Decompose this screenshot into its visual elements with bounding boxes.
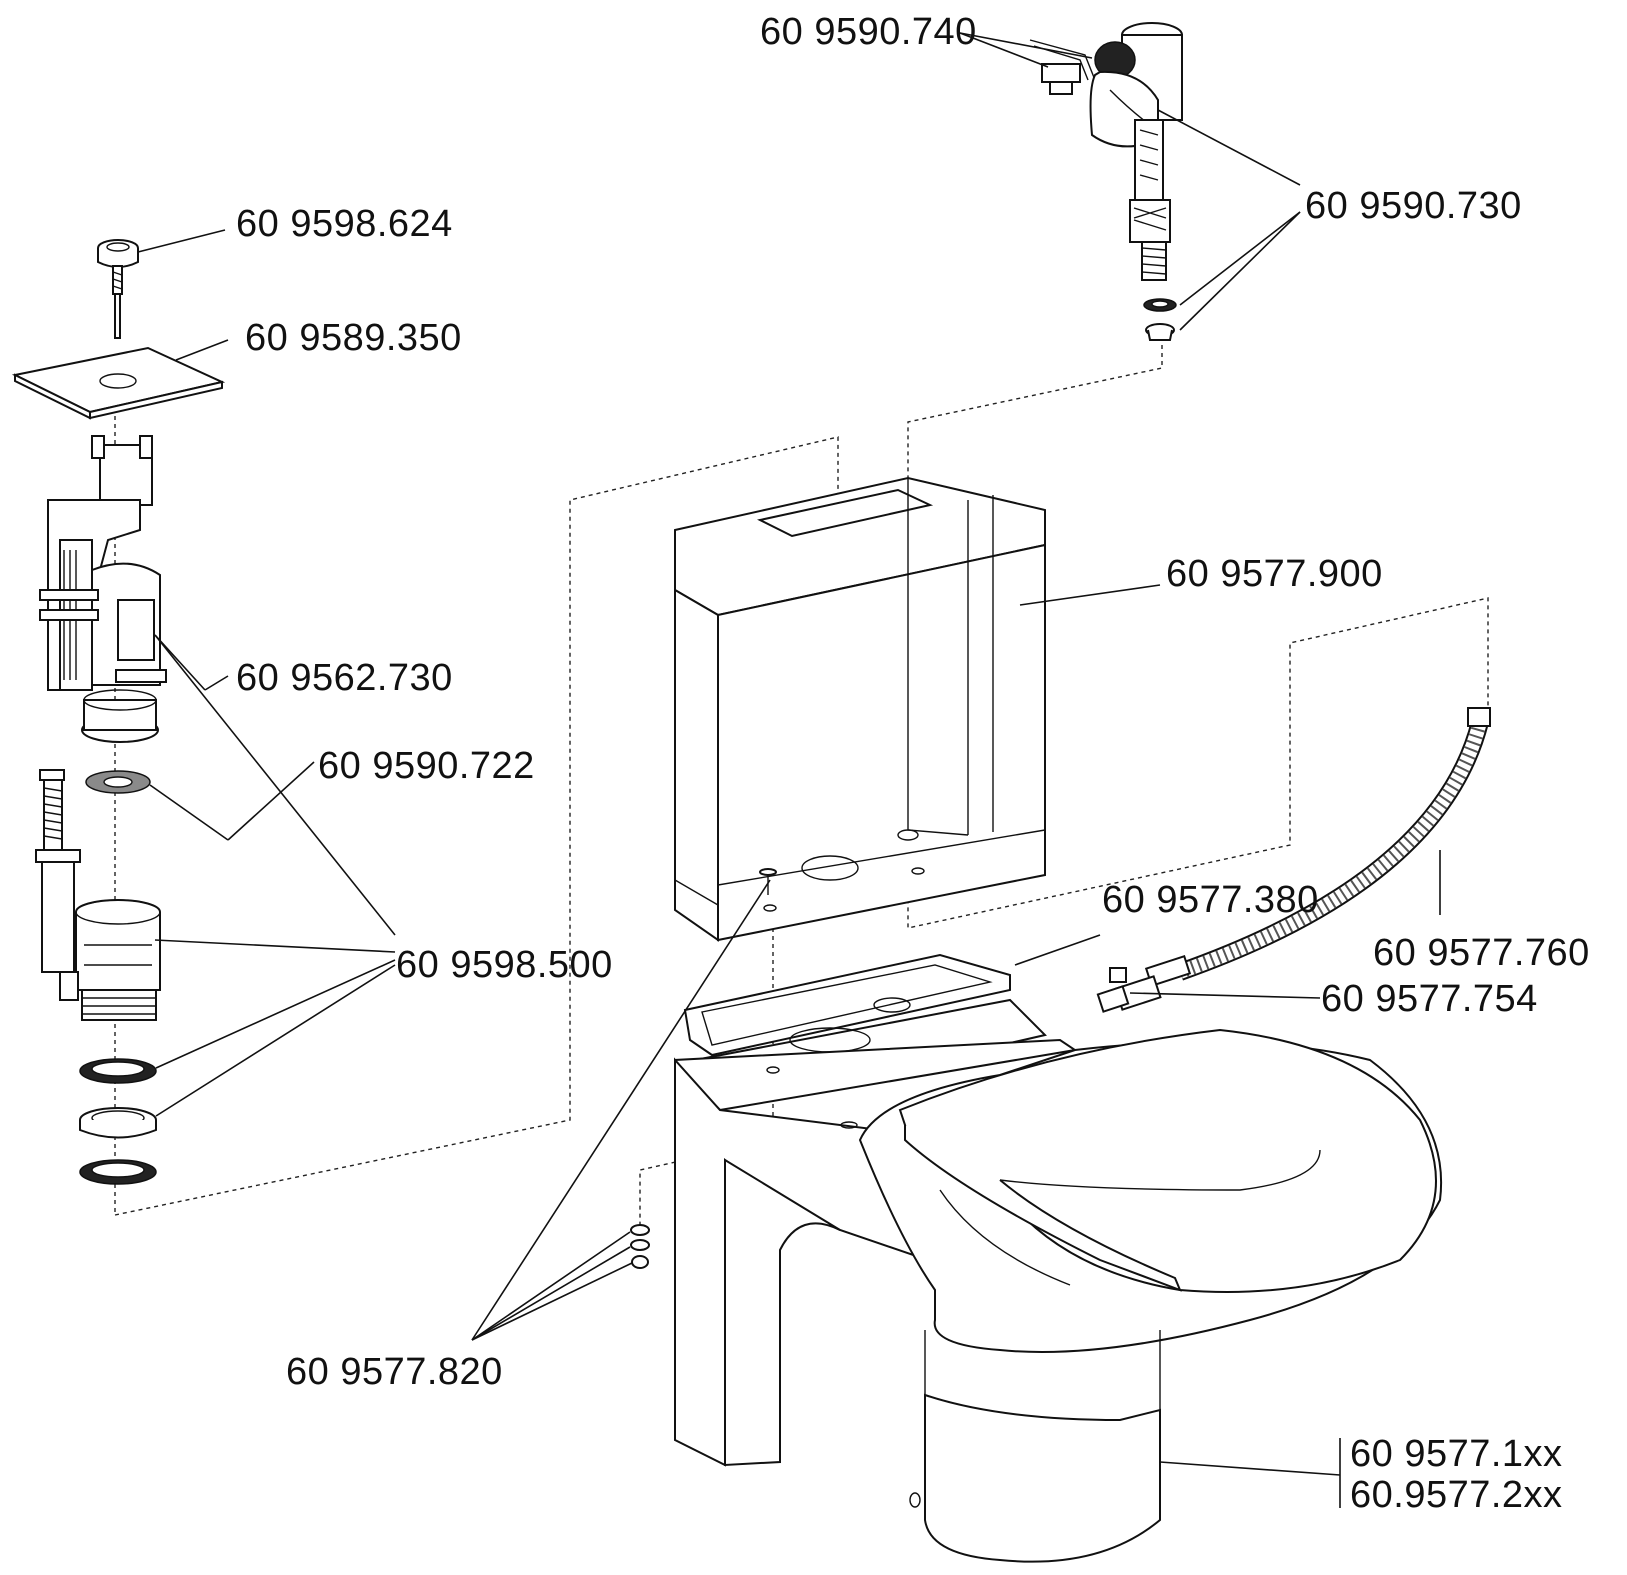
label-9577-820: 60 9577.820 bbox=[286, 1351, 503, 1393]
label-9590-740: 60 9590.740 bbox=[760, 11, 977, 53]
cistern-part bbox=[674, 476, 1046, 942]
supply-hose-part bbox=[1144, 707, 1491, 987]
fixing-set-part bbox=[630, 1224, 650, 1269]
label-9590-730: 60 9590.730 bbox=[1305, 185, 1522, 227]
label-9598-500: 60 9598.500 bbox=[396, 944, 613, 986]
fill-valve-part bbox=[1029, 22, 1183, 341]
part-number-labels: 60 9590.740 60 9590.730 60 9598.624 60 9… bbox=[236, 11, 1590, 1516]
flush-valve-part bbox=[39, 435, 167, 743]
flush-valve-base-part bbox=[35, 769, 161, 1185]
label-9577-1xx: 60 9577.1xx bbox=[1350, 1433, 1563, 1475]
label-9577-900: 60 9577.900 bbox=[1166, 553, 1383, 595]
label-9589-350: 60 9589.350 bbox=[245, 317, 462, 359]
wc-pan-part bbox=[674, 1028, 1443, 1563]
label-9562-730: 60 9562.730 bbox=[236, 657, 453, 699]
cover-plate-part bbox=[11, 346, 226, 420]
label-9590-722: 60 9590.722 bbox=[318, 745, 535, 787]
flush-button-part bbox=[97, 239, 139, 339]
label-9577-760: 60 9577.760 bbox=[1373, 932, 1590, 974]
label-9577-380: 60 9577.380 bbox=[1102, 879, 1319, 921]
leader-lines bbox=[137, 32, 1441, 1508]
label-9598-624: 60 9598.624 bbox=[236, 203, 453, 245]
label-9577-2xx: 60.9577.2xx bbox=[1350, 1474, 1563, 1516]
seal-washer-part bbox=[85, 770, 151, 794]
label-9577-754: 60 9577.754 bbox=[1321, 978, 1538, 1020]
